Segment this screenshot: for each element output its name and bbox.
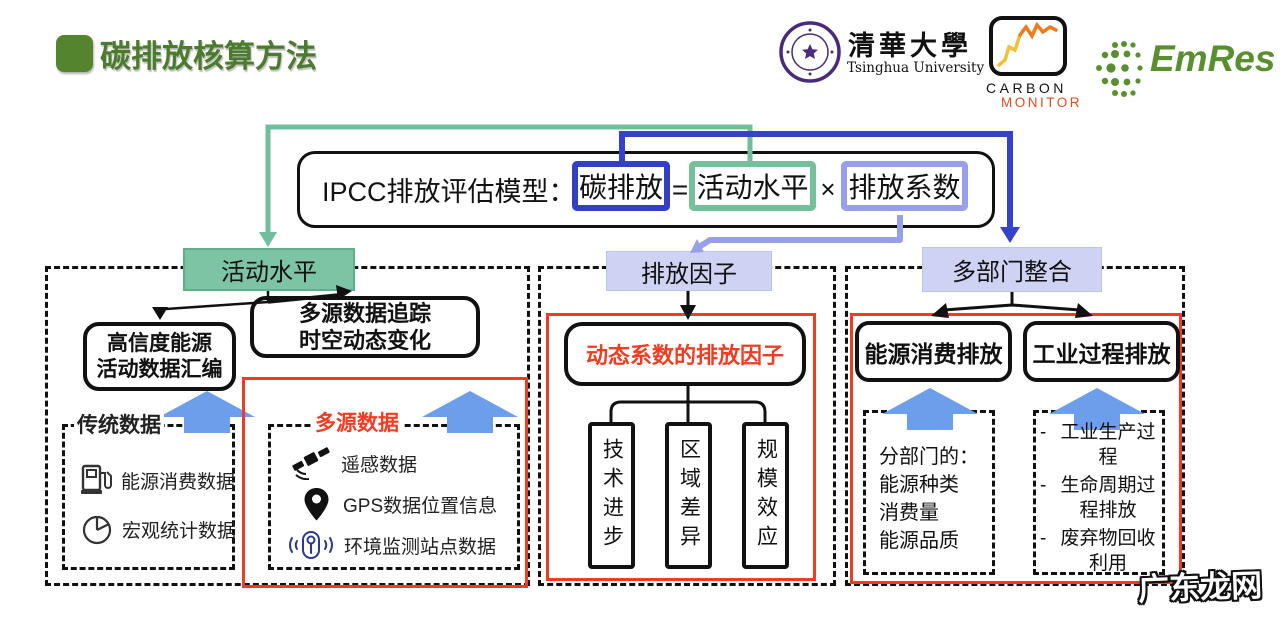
traditional-item-energy: 能源消费数据 [80,462,235,498]
formula-equals: = [671,173,689,205]
industry-detail-item: - 工业生产过程 [1040,422,1156,468]
factor-tech-box: 技术进步 [588,422,635,569]
dynamic-factor-box: 动态系数的排放因子 [564,322,806,386]
location-pin-icon [304,488,329,521]
formula-times: × [820,174,836,204]
monitoring-station-icon [289,531,333,559]
pie-chart-icon [82,515,112,545]
emres-dots-icon [1096,41,1143,97]
multisource-tracking-box: 多源数据追踪 时空动态变化 [250,296,480,358]
emission-factor-header: 排放因子 [606,251,772,291]
formula-prefix: IPCC排放评估模型： [322,177,576,207]
page-title: 碳排放核算方法 [100,39,317,74]
industry-detail-text: - 工业生产过程 - 生命周期过程排放 - 废弃物回收利用 [1040,420,1160,579]
multisource-red-frame [242,377,528,588]
industry-detail-item: - 废弃物回收利用 [1040,528,1156,574]
multisource-item-station: 环境监测站点数据 [284,529,496,561]
carbon-monitor-word1: CARBON [986,80,1067,96]
fuel-pump-icon [81,464,112,494]
tsinghua-seal-icon [779,21,841,83]
title-bullet-square [56,35,93,72]
carbon-monitor-chart-icon [989,16,1067,76]
formula-term-activity: 活动水平 [689,161,816,211]
satellite-icon [292,447,330,480]
carbon-monitor-word2: MONITOR [1001,95,1082,110]
multisource-data-label: 多源数据 [312,407,402,437]
tsinghua-name-cn: 清華大學 [848,31,972,62]
energy-emission-box: 能源消费排放 [855,321,1012,382]
formula-term-factor: 排放系数 [841,161,968,211]
energy-detail-text: 分部门的： 能源种类 消费量 能源品质 [879,446,979,552]
activity-header: 活动水平 [183,248,355,291]
ipcc-formula-box: IPCC排放评估模型： 碳排放 = 活动水平 × 排放系数 [297,151,995,228]
high-confidence-box: 高信度能源 活动数据汇编 [83,322,236,391]
traditional-item-macro: 宏观统计数据 [81,513,236,546]
tsinghua-name-en: Tsinghua University [847,60,985,76]
watermark: 广东龙网 [1137,567,1263,608]
multisource-item-remote: 遥感数据 [290,446,417,480]
industry-detail-item: - 生命周期过程排放 [1040,475,1156,521]
industry-emission-box: 工业过程排放 [1023,321,1180,382]
multisource-item-gps: GPS数据位置信息 [303,487,497,522]
factor-scale-box: 规模效应 [742,422,789,569]
integration-header: 多部门整合 [922,247,1102,292]
formula-term-emission: 碳排放 [572,161,670,211]
integration-red-frame [850,313,1182,584]
traditional-data-label: 传统数据 [74,409,164,439]
factor-region-box: 区域差异 [665,422,712,569]
emres-wordmark: EmRes [1150,38,1276,79]
